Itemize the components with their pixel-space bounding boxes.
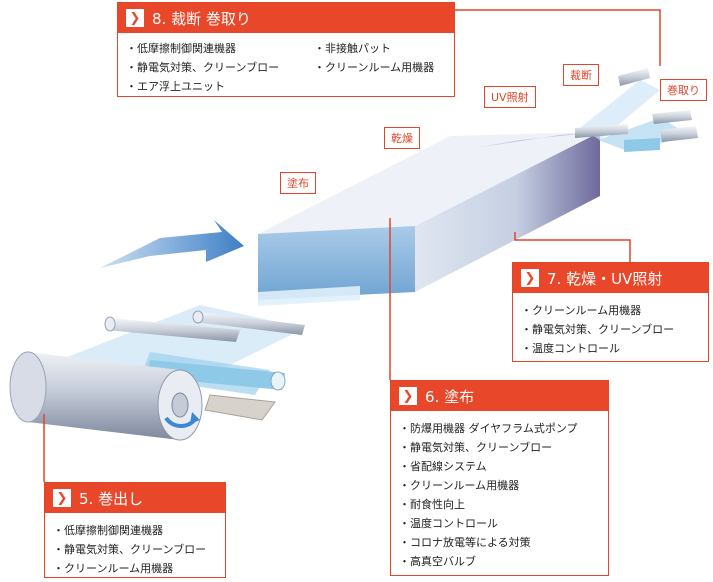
list-item: ・高真空バルブ — [399, 555, 476, 568]
guide-roller — [192, 310, 305, 335]
stage-tag-coating: 塗布 — [280, 172, 316, 194]
chevron-right-icon: ❯ — [53, 489, 71, 507]
winding-roller — [660, 126, 698, 142]
section-5-header: ❯ 5. 巻出し — [45, 483, 225, 513]
list-item: ・低摩擦制御関連機器 — [53, 524, 163, 537]
list-item: ・静電気対策、クリーンブロー — [399, 441, 553, 454]
list-item: ・静電気対策、クリーンブロー — [53, 543, 207, 556]
tunnel-side — [415, 132, 600, 292]
flow-direction-arrow — [100, 220, 244, 268]
winding-roller — [652, 110, 692, 124]
list-item: ・省配線システム — [399, 460, 487, 473]
chevron-right-icon: ❯ — [399, 387, 417, 405]
section-6-panel: ❯ 6. 塗布 ・防爆用機器 ダイヤフラム式ポンプ ・静電気対策、クリーンブロー… — [390, 380, 609, 576]
list-item: ・エア浮上ユニット — [126, 80, 225, 93]
film-web — [598, 118, 690, 152]
cutting-roller — [618, 68, 650, 86]
section-5-title: 5. 巻出し — [79, 489, 144, 508]
section-8-title: 8. 裁断 巻取り — [152, 9, 251, 28]
stage-tag-winding: 巻取り — [660, 79, 707, 101]
list-item: ・静電気対策、クリーンブロー — [126, 61, 280, 74]
list-item: ・温度コントロール — [521, 342, 620, 355]
list-item: ・防爆用機器 ダイヤフラム式ポンプ — [399, 422, 578, 435]
tunnel-top — [258, 132, 600, 234]
winding-roller — [624, 138, 660, 152]
section-8-header: ❯ 8. 裁断 巻取り — [118, 3, 454, 33]
coating-roller — [146, 360, 286, 391]
stage-tag-cutting: 裁断 — [563, 64, 599, 86]
list-item: ・コロナ放電等による対策 — [399, 536, 531, 549]
list-item: ・静電気対策、クリーンブロー — [521, 323, 675, 336]
stage-tag-uv: UV照射 — [484, 86, 536, 108]
list-item: ・クリーンルーム用機器 — [53, 562, 174, 575]
tunnel-front — [258, 226, 415, 300]
list-item: ・クリーンルーム用機器 — [314, 61, 435, 74]
list-item: ・低摩擦制御関連機器 — [126, 42, 236, 55]
leader-lines — [43, 9, 661, 482]
chevron-right-icon: ❯ — [521, 269, 539, 287]
chevron-right-icon: ❯ — [126, 9, 144, 27]
section-6-header: ❯ 6. 塗布 — [391, 381, 608, 411]
section-7-panel: ❯ 7. 乾燥・UV照射 ・クリーンルーム用機器 ・静電気対策、クリーンブロー … — [512, 262, 709, 362]
coater-blade — [204, 394, 276, 421]
list-item: ・クリーンルーム用機器 — [521, 304, 642, 317]
section-8-panel: ❯ 8. 裁断 巻取り ・低摩擦制御関連機器 ・静電気対策、クリーンブロー ・エ… — [117, 2, 455, 97]
unwind-roll — [9, 351, 203, 441]
stage-tag-drying: 乾燥 — [384, 127, 420, 149]
film-web — [580, 80, 660, 140]
cutting-roller — [575, 124, 628, 138]
section-5-panel: ❯ 5. 巻出し ・低摩擦制御関連機器 ・静電気対策、クリーンブロー ・クリーン… — [44, 482, 226, 578]
section-6-title: 6. 塗布 — [425, 387, 475, 406]
guide-roller — [104, 316, 240, 342]
list-item: ・クリーンルーム用機器 — [399, 479, 520, 492]
list-item: ・非接触パット — [314, 42, 391, 55]
section-7-header: ❯ 7. 乾燥・UV照射 — [513, 263, 708, 293]
section-7-title: 7. 乾燥・UV照射 — [547, 269, 663, 288]
list-item: ・耐食性向上 — [399, 498, 465, 511]
list-item: ・温度コントロール — [399, 517, 498, 530]
